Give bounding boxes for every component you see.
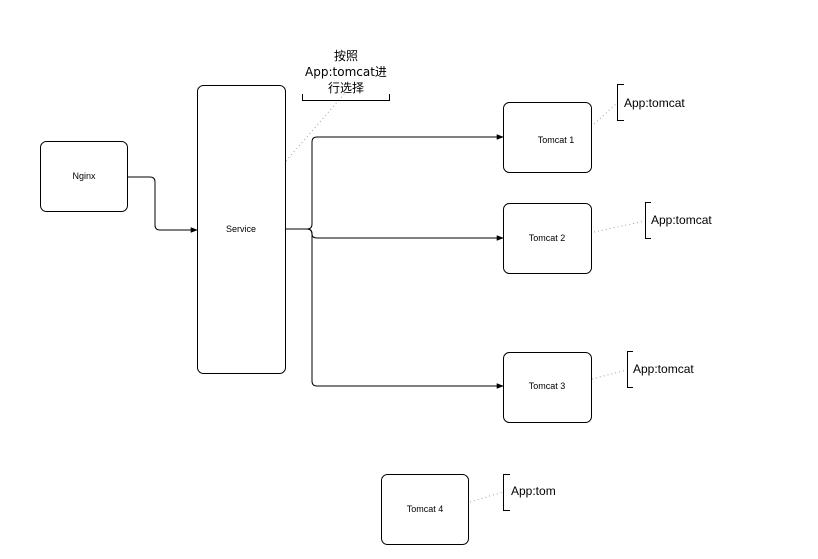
connector-tomcat1-annotation xyxy=(593,102,618,125)
node-tomcat1-label: Tomcat 1 xyxy=(538,135,575,145)
annotation-tomcat1: App:tomcat xyxy=(617,84,685,121)
node-tomcat2[interactable]: Tomcat 2 xyxy=(503,203,592,274)
annotation-tomcat2-bracket xyxy=(645,202,651,239)
node-service-label: Service xyxy=(226,224,256,234)
annotation-tomcat3-bracket xyxy=(627,351,633,388)
node-tomcat4-label: Tomcat 4 xyxy=(407,504,444,514)
annotation-tomcat4-label: App:tom xyxy=(511,484,556,498)
node-nginx[interactable]: Nginx xyxy=(40,141,128,212)
connector-service-note xyxy=(285,92,346,162)
selector-note-line3: 行选择 xyxy=(328,81,364,95)
selector-note-line1: 按照 xyxy=(334,49,358,63)
connector-tomcat2-annotation xyxy=(593,220,646,233)
node-nginx-label: Nginx xyxy=(72,171,96,181)
annotation-tomcat2: App:tomcat xyxy=(645,202,712,239)
edge-nginx-to-service xyxy=(128,176,198,233)
edge-service-to-tomcat1 xyxy=(286,134,504,230)
selector-note-bracket xyxy=(302,94,390,101)
node-tomcat3[interactable]: Tomcat 3 xyxy=(503,352,592,423)
annotation-tomcat2-label: App:tomcat xyxy=(651,213,712,227)
annotation-tomcat4: App:tom xyxy=(503,474,556,511)
annotation-tomcat3: App:tomcat xyxy=(627,351,694,388)
node-tomcat1[interactable]: Tomcat 1 xyxy=(503,102,592,173)
node-service[interactable]: Service xyxy=(197,85,286,374)
annotation-tomcat4-bracket xyxy=(503,474,510,511)
selector-note: 按照 App:tomcat进 行选择 xyxy=(302,49,390,101)
selector-note-line2: App:tomcat进 xyxy=(305,65,387,79)
node-tomcat4[interactable]: Tomcat 4 xyxy=(381,474,469,545)
edge-service-to-tomcat3 xyxy=(286,228,504,389)
connector-tomcat4-annotation xyxy=(469,491,504,503)
annotation-tomcat3-label: App:tomcat xyxy=(633,362,694,376)
annotation-tomcat1-label: App:tomcat xyxy=(624,96,685,110)
node-tomcat3-label: Tomcat 3 xyxy=(529,381,566,391)
node-tomcat2-label: Tomcat 2 xyxy=(529,233,566,243)
edge-service-to-tomcat2 xyxy=(286,228,504,241)
annotation-tomcat1-bracket xyxy=(617,84,624,121)
connector-tomcat3-annotation xyxy=(591,369,628,380)
